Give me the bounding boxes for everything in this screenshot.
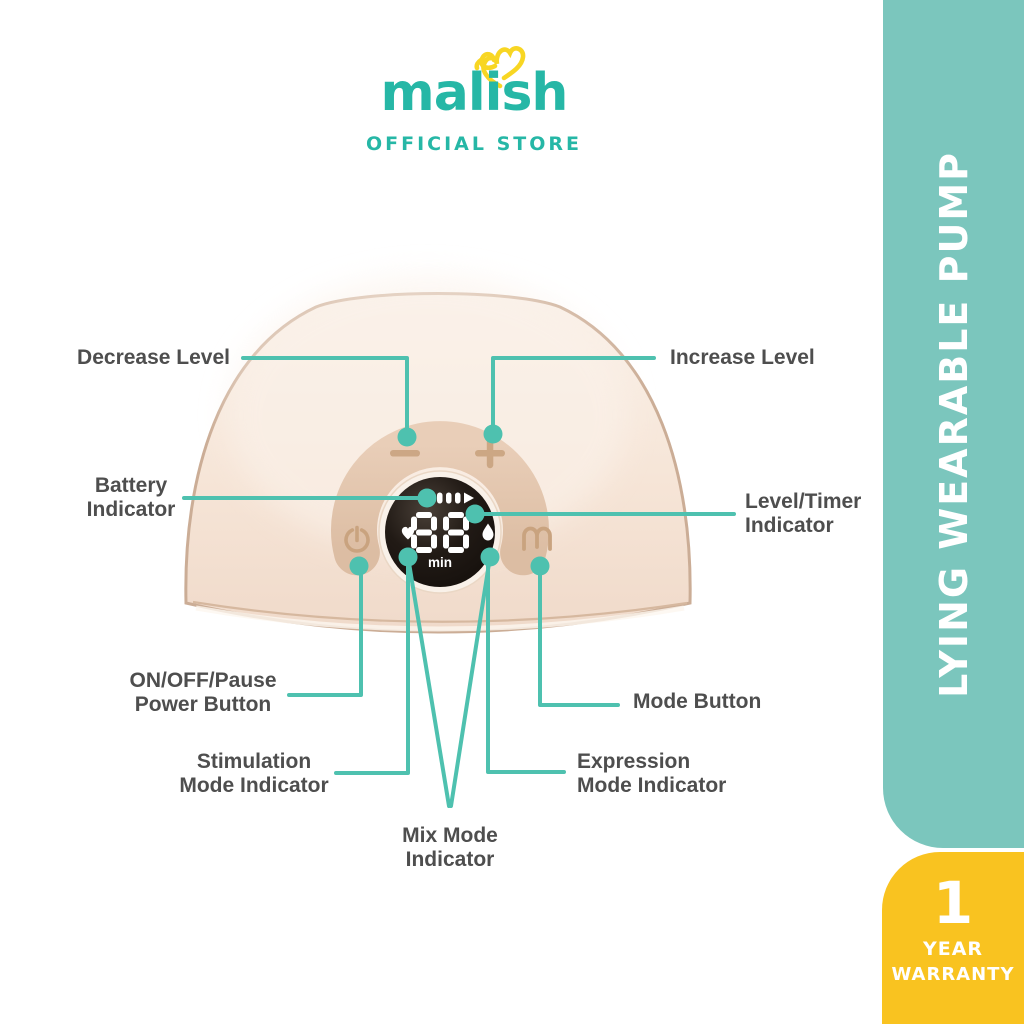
label-mode-button: Mode Button — [633, 690, 762, 713]
control-panel — [331, 421, 549, 576]
display-unit-label: min — [428, 555, 452, 570]
callout-dot-expression — [480, 547, 500, 567]
callout-dot-mode — [530, 556, 550, 576]
callout-line-mix-right — [449, 555, 492, 808]
pump-base-seam — [192, 600, 688, 623]
callout-dot-power — [349, 556, 369, 576]
label-stimulation-mode: Stimulation Mode Indicator — [179, 750, 329, 797]
callout-dot-increase — [483, 424, 503, 444]
callout-dot-decrease — [397, 427, 417, 447]
label-mix-mode: Mix Mode Indicator — [402, 824, 498, 871]
butterfly-icon — [474, 46, 526, 89]
brand-logo: malish OFFICIAL STORE — [0, 0, 883, 180]
drop-expression-icon — [482, 523, 494, 541]
callout-line-expression — [486, 559, 566, 774]
callout-line-decrease — [241, 356, 409, 434]
callout-line-mode — [538, 568, 620, 707]
warranty-label: WARRANTY — [891, 964, 1015, 985]
callout-dots — [349, 424, 550, 576]
power-icon — [344, 525, 370, 553]
side-banner: LYING WEARABLE PUMP — [883, 0, 1024, 848]
brand-wordmark: malish — [380, 63, 569, 123]
plus-icon — [475, 438, 505, 469]
callout-dot-stimulation — [398, 547, 418, 567]
battery-level-icon — [437, 492, 474, 504]
warranty-badge: 1 YEAR WARRANTY — [882, 852, 1024, 1024]
pump-base-highlight — [195, 605, 685, 632]
label-power-button: ON/OFF/Pause Power Button — [129, 669, 277, 716]
callout-line-power — [287, 568, 363, 697]
warranty-year-label: YEAR — [922, 938, 984, 960]
label-increase-level: Increase Level — [670, 346, 815, 369]
label-level-timer-indicator: Level/Timer Indicator — [745, 490, 862, 537]
heart-stimulation-icon — [401, 526, 415, 540]
label-battery-indicator: Battery Indicator — [86, 474, 176, 521]
minus-icon — [390, 450, 420, 457]
mode-m-icon — [522, 526, 552, 551]
label-decrease-level: Decrease Level — [77, 346, 230, 369]
callout-lines — [182, 356, 736, 808]
callout-dot-battery — [417, 488, 437, 508]
official-store-label: OFFICIAL STORE — [365, 133, 583, 155]
callout-line-increase — [491, 356, 656, 431]
callout-dot-leveltimer — [465, 504, 485, 524]
callout-line-stimulation — [334, 559, 410, 775]
warranty-number: 1 — [932, 869, 974, 937]
callout-line-mix-left — [406, 555, 451, 808]
pump-device: min — [184, 275, 692, 634]
label-expression-mode: Expression Mode Indicator — [577, 750, 727, 797]
